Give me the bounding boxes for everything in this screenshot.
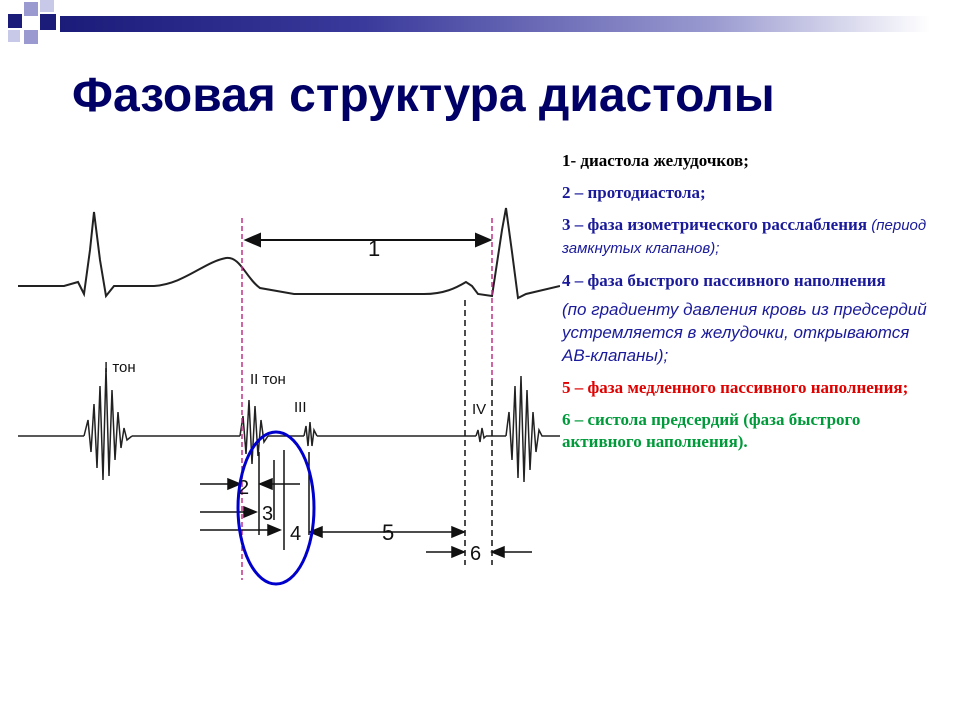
legend-item-3: 3 – фаза изометрического расслабления (п… [562, 214, 942, 260]
legend-item-3-main: 3 – фаза изометрического расслабления [562, 215, 868, 234]
short-divider-lines [258, 450, 310, 550]
label-phase-6: 6 [470, 543, 481, 565]
arrow-phase-3 [200, 505, 258, 519]
label-phase-5: 5 [382, 520, 394, 545]
top-gradient-bar [60, 16, 930, 32]
arrow-phase-1 [243, 232, 493, 248]
phonocardiogram-trace [18, 367, 560, 483]
arrow-phase-6 [426, 545, 532, 559]
phase-boundary-lines [241, 218, 493, 580]
label-phase-3: 3 [262, 503, 273, 525]
arrow-phase-2 [200, 477, 300, 491]
legend-item-6: 6 – систола предсердий (фаза быстрого ак… [562, 410, 861, 451]
phase-divider-lines [464, 300, 493, 565]
phase-legend: 1- диастола желудочков; 2 – протодиастол… [562, 150, 942, 463]
legend-item-4: 4 – фаза быстрого пассивного наполнения [562, 271, 886, 290]
legend-item-4-note: (по градиенту давления кровь из предсерд… [562, 300, 927, 365]
arrow-phase-5 [308, 525, 466, 539]
arrow-phase-4 [200, 523, 282, 537]
legend-item-5: 5 – фаза медленного пассивного наполнени… [562, 378, 909, 397]
legend-item-2: 2 – протодиастола; [562, 183, 706, 202]
ecg-trace [18, 207, 560, 300]
label-tone-3: III [294, 399, 307, 416]
corner-decoration [8, 0, 56, 44]
highlight-ellipse [236, 430, 316, 586]
label-tone-2: II тон [250, 371, 286, 388]
legend-item-1: 1- диастола желудочков; [562, 151, 749, 170]
slide-title: Фазовая структура диастолы [72, 69, 775, 122]
label-tone-4: IV [472, 401, 486, 418]
label-phase-2: 2 [238, 477, 249, 499]
diastole-phase-diagram: 1 2 3 4 5 6 I тон II тон III IV [18, 207, 560, 586]
label-phase-4: 4 [290, 523, 301, 545]
legend-item-3-note: (период замкнутых клапанов) [562, 217, 927, 257]
legend-item-3-end: ; [715, 240, 720, 257]
label-phase-1: 1 [368, 236, 380, 261]
label-tone-1: I тон [104, 359, 136, 376]
